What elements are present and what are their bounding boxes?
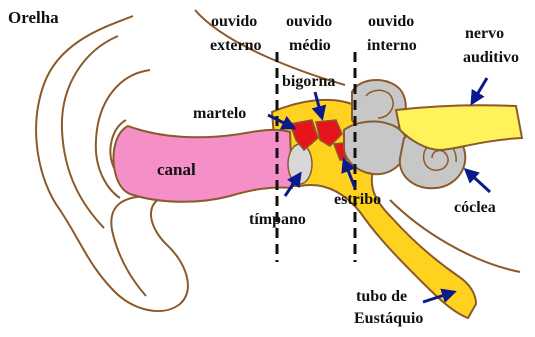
region-outer-line2: externo — [210, 37, 262, 55]
pinna-helix — [62, 36, 118, 228]
label-hammer: martelo — [193, 105, 246, 123]
label-tube-line1: tubo de — [356, 288, 407, 306]
label-canal: canal — [157, 161, 196, 179]
label-stirrup: estribo — [334, 191, 381, 209]
region-outer-line1: ouvido — [211, 13, 257, 31]
eardrum-shape — [288, 144, 312, 184]
region-middle-line1: ouvido — [286, 13, 332, 31]
arrow-icon — [472, 78, 487, 103]
label-eardrum: tímpano — [249, 211, 306, 229]
ear-canal — [114, 126, 292, 202]
region-middle-line2: médio — [289, 37, 331, 55]
label-nerve-line2: auditivo — [463, 49, 519, 67]
label-anvil: bigorna — [282, 73, 335, 91]
arrow-icon — [466, 170, 490, 192]
diagram-title: Orelha — [8, 9, 59, 27]
label-cochlea: cóclea — [454, 199, 496, 217]
label-tube-line2: Eustáquio — [354, 310, 423, 328]
region-inner-line1: ouvido — [368, 13, 414, 31]
label-nerve-line1: nervo — [465, 25, 504, 43]
vestibule — [344, 121, 407, 174]
region-inner-line2: interno — [367, 37, 417, 55]
